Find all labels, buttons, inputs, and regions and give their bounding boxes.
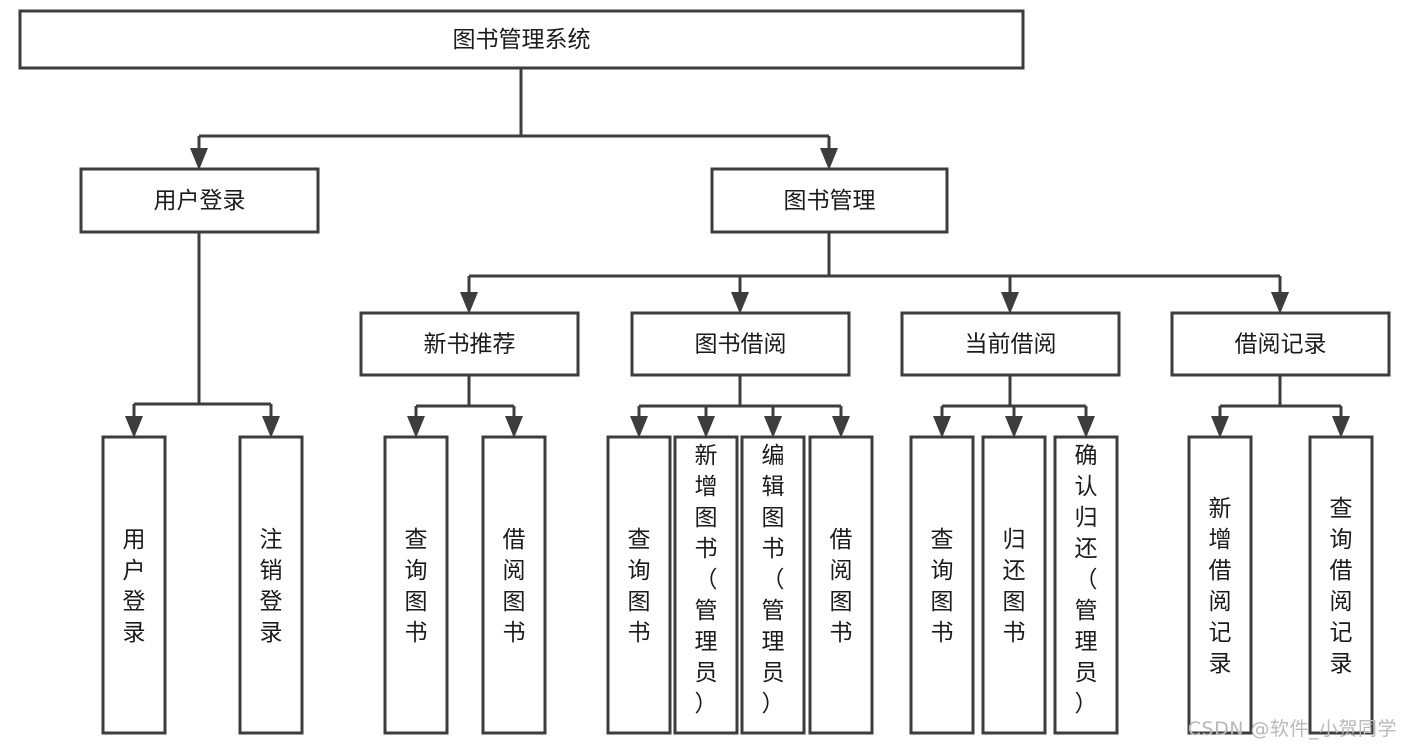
node-label: 注销登录 <box>260 527 283 646</box>
node-box[interactable] <box>18 9 1025 70</box>
node-leaf-borrow-book-rec[interactable]: 借阅图书 <box>481 435 547 735</box>
node-label: 新书推荐 <box>424 332 516 358</box>
node-leaf-return-book[interactable]: 归还图书 <box>981 435 1047 735</box>
node-box[interactable] <box>1053 435 1119 735</box>
node-label: 图书借阅 <box>695 332 787 358</box>
node-current-borrow[interactable]: 当前借阅 <box>900 311 1121 377</box>
arrow-head-icon <box>764 416 782 438</box>
node-user-login[interactable]: 用户登录 <box>79 167 320 234</box>
node-label: 编辑图书（管理员） <box>762 443 785 717</box>
arrow-head-icon <box>1332 416 1350 438</box>
node-label: 借阅图书 <box>503 527 526 646</box>
node-box[interactable] <box>238 435 304 735</box>
node-label: 查询借阅记录 <box>1330 496 1353 677</box>
node-leaf-add-record[interactable]: 新增借阅记录 <box>1187 435 1253 735</box>
node-book-manage[interactable]: 图书管理 <box>710 167 949 234</box>
node-label: 用户登录 <box>154 188 246 214</box>
arrow-head-icon <box>460 292 478 314</box>
node-leaf-query-record[interactable]: 查询借阅记录 <box>1308 435 1374 735</box>
node-leaf-query-book-borrow[interactable]: 查询图书 <box>606 435 672 735</box>
node-leaf-edit-book[interactable]: 编辑图书（管理员） <box>740 435 806 735</box>
node-leaf-query-book-cur[interactable]: 查询图书 <box>909 435 975 735</box>
node-label: 图书管理系统 <box>453 27 591 53</box>
node-borrow-record[interactable]: 借阅记录 <box>1170 311 1391 377</box>
arrow-head-icon <box>125 416 143 438</box>
node-box[interactable] <box>1308 435 1374 735</box>
node-box[interactable] <box>673 435 739 735</box>
node-box[interactable] <box>630 311 851 377</box>
node-label: 借阅记录 <box>1235 332 1327 358</box>
node-new-book-rec[interactable]: 新书推荐 <box>359 311 580 377</box>
node-box[interactable] <box>79 167 320 234</box>
arrow-head-icon <box>1077 416 1095 438</box>
node-box[interactable] <box>383 435 449 735</box>
node-layer: 图书管理系统用户登录图书管理新书推荐图书借阅当前借阅借阅记录用户登录注销登录查询… <box>18 9 1391 735</box>
node-leaf-add-book[interactable]: 新增图书（管理员） <box>673 435 739 735</box>
arrow-head-icon <box>190 148 208 170</box>
arrow-head-icon <box>1005 416 1023 438</box>
node-box[interactable] <box>606 435 672 735</box>
node-box[interactable] <box>359 311 580 377</box>
node-label: 当前借阅 <box>965 332 1057 358</box>
csdn-watermark: CSDN @软件_小贺同学 <box>1187 718 1397 740</box>
arrow-head-icon <box>933 416 951 438</box>
node-box[interactable] <box>1170 311 1391 377</box>
arrow-head-icon <box>262 416 280 438</box>
node-label: 查询图书 <box>931 527 954 646</box>
arrow-head-icon <box>407 416 425 438</box>
arrow-head-icon <box>731 292 749 314</box>
arrow-head-icon <box>820 148 838 170</box>
node-label: 归还图书 <box>1003 527 1026 646</box>
arrow-head-icon <box>1001 292 1019 314</box>
node-box[interactable] <box>710 167 949 234</box>
connector-layer <box>125 68 1350 438</box>
node-label: 新增图书（管理员） <box>695 443 718 717</box>
node-box[interactable] <box>1187 435 1253 735</box>
node-root[interactable]: 图书管理系统 <box>18 9 1025 70</box>
node-label: 用户登录 <box>123 527 146 646</box>
node-box[interactable] <box>808 435 874 735</box>
arrow-head-icon <box>1211 416 1229 438</box>
node-leaf-confirm-return[interactable]: 确认归还（管理员） <box>1053 435 1119 735</box>
node-box[interactable] <box>981 435 1047 735</box>
node-leaf-borrow-book[interactable]: 借阅图书 <box>808 435 874 735</box>
node-label: 确认归还（管理员） <box>1075 443 1098 717</box>
node-label: 新增借阅记录 <box>1209 496 1232 677</box>
node-box[interactable] <box>909 435 975 735</box>
arrow-head-icon <box>832 416 850 438</box>
node-leaf-logout[interactable]: 注销登录 <box>238 435 304 735</box>
node-label: 查询图书 <box>628 527 651 646</box>
node-book-borrow[interactable]: 图书借阅 <box>630 311 851 377</box>
arrow-head-icon <box>1271 292 1289 314</box>
node-box[interactable] <box>900 311 1121 377</box>
node-label: 图书管理 <box>784 188 876 214</box>
arrow-head-icon <box>505 416 523 438</box>
node-leaf-query-book-rec[interactable]: 查询图书 <box>383 435 449 735</box>
node-box[interactable] <box>481 435 547 735</box>
node-leaf-user-login[interactable]: 用户登录 <box>101 435 167 735</box>
arrow-head-icon <box>630 416 648 438</box>
node-box[interactable] <box>101 435 167 735</box>
node-label: 查询图书 <box>405 527 428 646</box>
arrow-head-icon <box>697 416 715 438</box>
node-box[interactable] <box>740 435 806 735</box>
node-label: 借阅图书 <box>830 527 853 646</box>
